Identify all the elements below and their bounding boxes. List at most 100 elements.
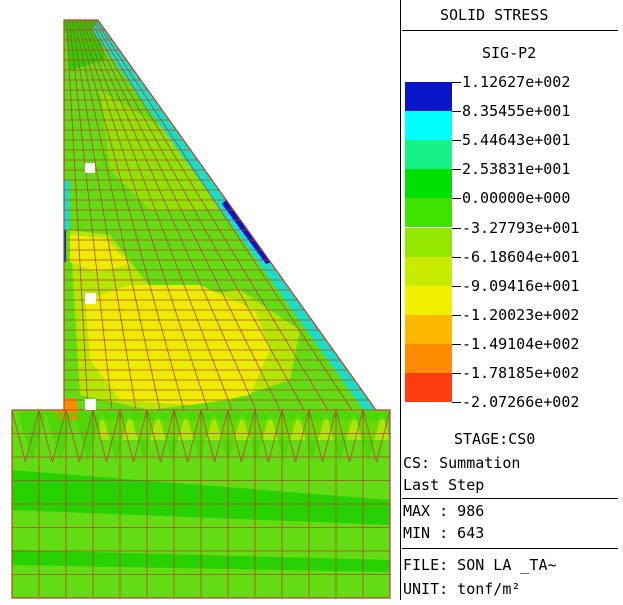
legend-tick-value: 0.00000e+000 [462,189,571,208]
legend-tick-value: -9.09416e+001 [462,276,580,295]
foundation-triangle [46,412,74,462]
mesh-line [71,20,137,411]
legend-tick-mark [452,227,461,229]
mesh-line [52,409,67,463]
legend-tick-value: 1.12627e+002 [462,73,571,91]
legend-swatch [405,373,452,402]
mesh-line [76,20,185,411]
legend-tick-value: -2.07266e+002 [462,393,580,412]
yellow-zone-upper [70,235,130,272]
legend-swatch [405,285,452,315]
legend-swatch [405,140,452,170]
mesh-line [376,409,390,463]
mesh-line [268,409,283,463]
legend-swatch [405,256,452,286]
mesh-line [335,409,350,463]
dam-outline [11,19,391,599]
step-rule [402,498,618,499]
foundation-triangle [270,412,298,462]
legend-tick-mark [452,111,461,113]
max-label: MAX : 986 [403,502,485,520]
mesh-line [160,409,175,463]
legend-tick-mark [452,314,461,316]
mesh-line [349,409,364,463]
mesh-line [84,20,257,411]
file-label: FILE: SON LA _TA~ [403,556,557,574]
legend-component: SIG-P2 [482,44,537,62]
legend-title: SOLID STRESS [440,6,549,24]
legend-tick-mark [452,256,461,258]
mesh-line [322,409,337,463]
legend-swatch [405,227,452,257]
minmax-rule [402,548,618,549]
downstream-blue-strip [222,200,272,264]
foundation-triangle [382,412,390,462]
mesh-line [362,409,377,463]
mesh-line [119,409,134,463]
legend-swatch [405,111,452,141]
mesh-line [133,409,148,463]
mesh-line [89,20,305,411]
foundation-triangle [74,412,102,462]
mesh-line [12,409,26,463]
legend-swatch [405,198,452,228]
legend-title-rule [402,30,618,31]
mesh-line [87,20,281,411]
mesh-line [173,409,188,463]
foundation-triangle [158,412,186,462]
mesh-line [308,409,323,463]
mesh-line [254,409,269,463]
mesh-line [295,409,310,463]
mesh-line [66,20,89,411]
mesh-line [241,409,256,463]
stress-legend: SOLID STRESS SIG-P2 1.12627e+002 8.35455e… [400,0,623,601]
legend-tick-value: 8.35455e+001 [462,102,571,121]
mesh-line [227,409,242,463]
mesh-line [214,409,229,463]
gallery-opening-lower [85,399,96,410]
foundation-triangle [102,412,130,462]
legend-swatch [405,82,452,111]
mesh-line [79,409,94,463]
mesh-line [146,409,161,463]
mesh-line [281,409,296,463]
unit-label: UNIT: tonf/m² [403,580,521,598]
legend-tick-value: 5.44643e+001 [462,131,571,150]
legend-tick-mark [452,198,461,200]
stage-label: STAGE:CS0 [454,430,536,448]
foundation-triangle [354,412,382,462]
legend-tick-value: -1.49104e+002 [462,334,580,353]
mesh-line [200,409,215,463]
legend-tick-mark [452,402,461,404]
legend-tick-mark [452,82,461,83]
legend-tick-value: 2.53831e+001 [462,160,571,179]
legend-tick-mark [452,285,461,287]
mesh-line [187,409,202,463]
legend-tick-value: -3.27793e+001 [462,218,580,237]
mesh-line [74,20,161,411]
mesh-line [92,409,107,463]
legend-tick-mark [452,140,461,142]
dam-stress-contour [11,19,391,599]
cs-label: CS: Summation [403,454,521,472]
legend-swatch [405,169,452,199]
foundation-triangle [326,412,354,462]
legend-divider [400,0,401,600]
mesh-line [65,409,80,463]
legend-tick-value: -1.78185e+002 [462,364,580,382]
legend-swatch [405,343,452,373]
legend-tick-mark [452,373,461,374]
mesh-line [25,409,40,463]
model-viewport[interactable] [0,0,400,601]
gallery-opening-upper [85,163,95,173]
upstream-blue-strip [60,228,66,262]
foundation-triangle [242,412,270,462]
mesh-line [68,20,113,411]
mesh-line [106,409,121,463]
mesh-line [79,20,209,411]
mesh-line [95,20,353,411]
mesh-line [81,20,233,411]
step-label: Last Step [403,476,485,494]
gallery-opening-middle [85,293,96,304]
legend-swatch [405,314,452,344]
